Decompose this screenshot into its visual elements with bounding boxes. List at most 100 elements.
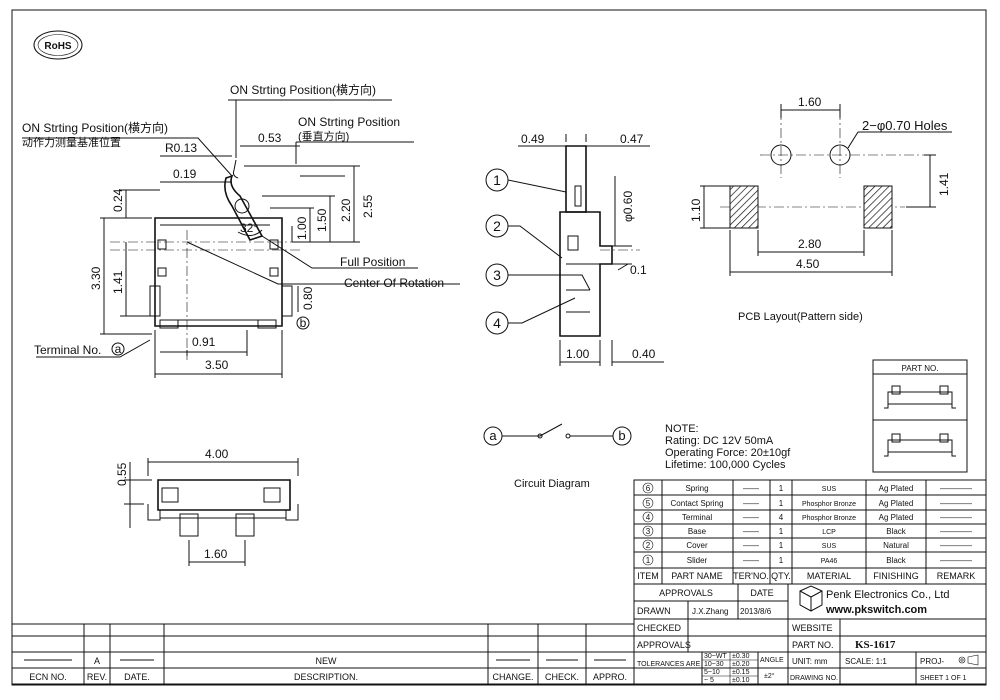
bom-cell-material: PA46 (821, 558, 838, 565)
svg-text:Center Of Rotation: Center Of Rotation (344, 276, 444, 290)
svg-text:±0.20: ±0.20 (732, 661, 750, 668)
svg-text:Penk Electronics Co., Ltd: Penk Electronics Co., Ltd (826, 589, 950, 601)
bom-cell-remark: ———— (940, 484, 972, 493)
svg-text:NEW: NEW (316, 656, 338, 666)
drawing-frame (11, 9, 987, 686)
bom-item-circle (642, 554, 654, 566)
svg-text:A: A (94, 656, 100, 666)
svg-text:Terminal No.: Terminal No. (34, 343, 101, 357)
bom-cell-qty: 1 (779, 556, 784, 565)
svg-text:5~10: 5~10 (704, 669, 720, 676)
svg-text:PART NO.: PART NO. (902, 364, 939, 373)
bom-cell-name: Spring (685, 484, 708, 493)
svg-text:1.41: 1.41 (937, 172, 951, 196)
svg-text:J.X.Zhang: J.X.Zhang (692, 607, 728, 616)
bom-cell-name: Slider (687, 556, 708, 565)
bom-cell-finishing: Natural (883, 541, 909, 550)
svg-text:MATERIAL: MATERIAL (807, 571, 851, 581)
svg-text:TOLERANCES ARE: TOLERANCES ARE (637, 661, 701, 668)
svg-text:Operating Force: 20±10gf: Operating Force: 20±10gf (665, 447, 791, 459)
svg-text:2.20: 2.20 (339, 198, 353, 222)
bom-cell-qty: 4 (779, 513, 784, 522)
bom-cell-ter: —— (743, 527, 759, 536)
svg-text:2−φ0.70 Holes: 2−φ0.70 Holes (862, 118, 948, 133)
bom-cell-remark: ———— (940, 541, 972, 550)
svg-text:PROJ-: PROJ- (920, 657, 944, 666)
notes: NOTE: Rating: DC 12V 50mA Operating Forc… (665, 423, 791, 471)
svg-text:www.pkswitch.com: www.pkswitch.com (825, 604, 927, 616)
part-no-box: PART NO. (872, 359, 968, 473)
bom-cell-ter: —— (743, 499, 759, 508)
svg-text:1.50: 1.50 (315, 208, 329, 232)
bom-item-circle (642, 511, 654, 523)
bom-cell-finishing: Ag Plated (879, 484, 914, 493)
bom-cell-name: Terminal (682, 513, 712, 522)
svg-text:SCALE: 1:1: SCALE: 1:1 (845, 657, 887, 666)
bom-cell-no: 2 (646, 541, 651, 550)
svg-text:0.47: 0.47 (620, 132, 644, 146)
svg-text:R0.13: R0.13 (165, 141, 197, 155)
svg-text:φ0.60: φ0.60 (621, 191, 635, 222)
svg-text:ECN NO.: ECN NO. (29, 672, 67, 682)
svg-text:1.10: 1.10 (689, 198, 703, 222)
svg-text:±2°: ±2° (764, 672, 775, 680)
rohs-badge: RoHS (33, 30, 83, 60)
title-block: APPROVALS DATE DRAWN J.X.Zhang 2013/8/6 … (633, 583, 987, 685)
svg-text:30~WT: 30~WT (704, 653, 727, 660)
svg-text:10~30: 10~30 (704, 661, 724, 668)
svg-text:±0.30: ±0.30 (732, 653, 750, 660)
bom-item-circle (642, 497, 654, 509)
bom-cell-material: Phosphor Bronze (802, 501, 856, 508)
bom-cell-finishing: Black (886, 556, 907, 565)
svg-text:WEBSITE: WEBSITE (792, 623, 833, 633)
bom-cell-finishing: Ag Plated (879, 499, 914, 508)
svg-text:2.55: 2.55 (361, 194, 375, 218)
bom-cell-name: Cover (686, 541, 708, 550)
bom-cell-no: 1 (646, 556, 651, 565)
svg-text:b: b (618, 428, 625, 443)
bom-cell-material: SUS (822, 486, 837, 493)
bom-cell-remark: ———— (940, 513, 972, 522)
pcb-layout: 1.60 2−φ0.70 Holes 1.41 1.10 2.80 4.50 P… (689, 95, 952, 323)
svg-text:3.30: 3.30 (89, 266, 103, 290)
svg-text:1.00: 1.00 (566, 347, 590, 361)
svg-text:APPROVALS: APPROVALS (637, 640, 691, 650)
bom-cell-ter: —— (743, 541, 759, 550)
section-view: 1 2 3 4 0.49 0.47 φ0.60 0.1 1.00 0.40 (485, 132, 664, 366)
svg-text:4.00: 4.00 (205, 447, 229, 461)
svg-text:DRAWN: DRAWN (637, 606, 671, 616)
svg-text:0.55: 0.55 (115, 462, 129, 486)
svg-text:1.41: 1.41 (111, 270, 125, 294)
svg-text:NOTE:: NOTE: (665, 423, 699, 435)
svg-text:a: a (489, 428, 497, 443)
bom-cell-ter: —— (743, 484, 759, 493)
revision-table: A NEW ECN NO. REV. DATE. DESCRIPTION. CH… (11, 623, 635, 685)
bom-cell-no: 4 (646, 513, 651, 522)
bottom-view: 4.00 0.55 1.60 (115, 447, 299, 566)
svg-text:DATE: DATE (750, 588, 773, 598)
svg-text:(垂直方向): (垂直方向) (298, 129, 349, 143)
svg-text:TER'NO.: TER'NO. (733, 571, 769, 581)
svg-text:ITEM: ITEM (637, 571, 659, 581)
svg-text:0.24: 0.24 (111, 188, 125, 212)
bom-cell-qty: 1 (779, 484, 784, 493)
svg-text:CHECKED: CHECKED (637, 623, 682, 633)
bom-cell-finishing: Black (886, 527, 907, 536)
bom-item-circle (642, 525, 654, 537)
svg-text:SHEET 1 OF 1: SHEET 1 OF 1 (920, 675, 967, 682)
bom-cell-name: Contact Spring (671, 499, 724, 508)
svg-text:KS-1617: KS-1617 (855, 639, 896, 651)
svg-text:REMARK: REMARK (937, 571, 976, 581)
svg-text:DRAWING NO.: DRAWING NO. (790, 675, 838, 682)
svg-text:PART NAME: PART NAME (671, 571, 723, 581)
svg-text:PART NO.: PART NO. (792, 640, 834, 650)
svg-text:1.60: 1.60 (204, 547, 228, 561)
projection-symbol-icon (958, 654, 979, 666)
svg-text:Lifetime: 100,000 Cycles: Lifetime: 100,000 Cycles (665, 459, 786, 471)
svg-text:UNIT: mm: UNIT: mm (792, 657, 828, 666)
bom-cell-ter: —— (743, 513, 759, 522)
bom-cell-no: 6 (646, 484, 651, 493)
svg-text:Rating: DC 12V 50mA: Rating: DC 12V 50mA (665, 435, 774, 447)
bom-item-circle (642, 539, 654, 551)
svg-text:0.53: 0.53 (258, 131, 282, 145)
